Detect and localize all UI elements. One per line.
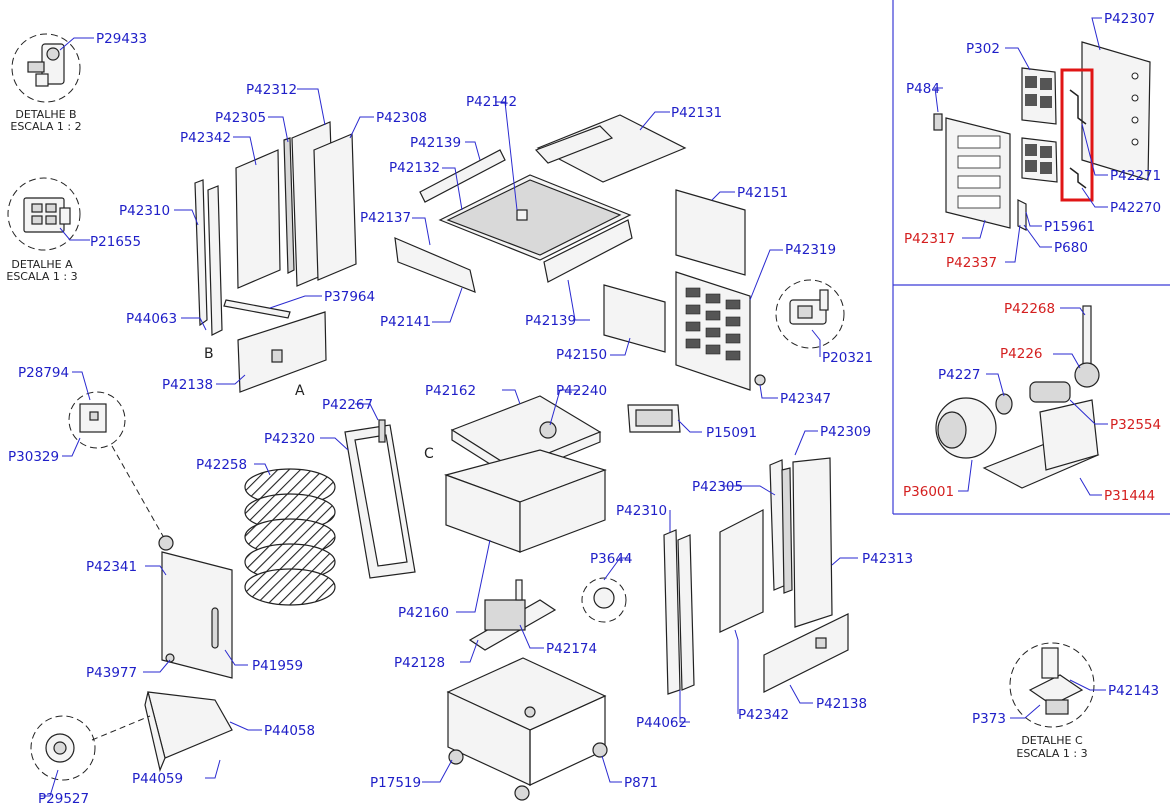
base-chassis — [446, 657, 608, 801]
label-P871: P871 — [624, 775, 658, 791]
label-P373: P373 — [972, 711, 1006, 727]
label-P42347: P42347 — [780, 391, 831, 407]
label-P42160: P42160 — [398, 605, 449, 621]
label-P20321: P20321 — [822, 350, 873, 366]
label-P28794: P28794 — [18, 365, 69, 381]
right-wall-assembly — [581, 457, 849, 695]
label-P42319: P42319 — [785, 242, 836, 258]
label-P42312: P42312 — [246, 82, 297, 98]
label-P36001: P36001 — [903, 484, 954, 500]
label-P42310-left: P42310 — [119, 203, 170, 219]
label-P3644: P3644 — [590, 551, 633, 567]
label-P42258: P42258 — [196, 457, 247, 473]
label-P29433: P29433 — [96, 31, 147, 47]
label-P42267: P42267 — [322, 397, 373, 413]
label-P41959: P41959 — [252, 658, 303, 674]
label-P32554: P32554 — [1110, 417, 1161, 433]
label-P42341: P42341 — [86, 559, 137, 575]
label-P680: P680 — [1054, 240, 1088, 256]
label-P42151: P42151 — [737, 185, 788, 201]
left-door-assembly — [30, 391, 233, 781]
label-P42307: P42307 — [1104, 11, 1155, 27]
leader-lines — [40, 17, 1108, 797]
label-P42128: P42128 — [394, 655, 445, 671]
label-P42305: P42305 — [215, 110, 266, 126]
label-P42342-right: P42342 — [738, 707, 789, 723]
label-P42139-top: P42139 — [410, 135, 461, 151]
highlight-box — [1060, 68, 1094, 202]
label-P42174: P42174 — [546, 641, 597, 657]
label-P44059: P44059 — [132, 771, 183, 787]
label-P44058: P44058 — [264, 723, 315, 739]
label-P42131: P42131 — [671, 105, 722, 121]
label-P42141: P42141 — [380, 314, 431, 330]
label-P42143: P42143 — [1108, 683, 1159, 699]
label-P29527: P29527 — [38, 791, 89, 807]
label-P42137: P42137 — [360, 210, 411, 226]
hinge-detail — [775, 279, 845, 349]
label-P42138-right: P42138 — [816, 696, 867, 712]
label-P21655: P21655 — [90, 234, 141, 250]
label-P42132: P42132 — [389, 160, 440, 176]
label-P42342: P42342 — [180, 130, 231, 146]
detail-c: DETALHE C ESCALA 1 : 3 — [1009, 642, 1095, 760]
right-panel-borders — [892, 0, 1170, 515]
detail-b-scale: ESCALA 1 : 2 — [10, 120, 81, 133]
rack-stack — [244, 468, 336, 606]
label-P4226: P4226 — [1000, 346, 1043, 362]
right-motor-assembly — [935, 305, 1100, 489]
label-P42271: P42271 — [1110, 168, 1161, 184]
label-P17519: P17519 — [370, 775, 421, 791]
label-P42139-bottom: P42139 — [525, 313, 576, 329]
center-chamber — [444, 395, 681, 553]
label-P42142: P42142 — [466, 94, 517, 110]
label-P42320: P42320 — [264, 431, 315, 447]
label-P42308: P42308 — [376, 110, 427, 126]
label-P42270: P42270 — [1110, 200, 1161, 216]
label-P37964: P37964 — [324, 289, 375, 305]
detail-c-scale: ESCALA 1 : 3 — [1016, 747, 1087, 760]
label-P42317: P42317 — [904, 231, 955, 247]
label-P42310-right: P42310 — [616, 503, 667, 519]
label-P4227: P4227 — [938, 367, 981, 383]
letter-c: C — [424, 446, 434, 462]
label-P15961: P15961 — [1044, 219, 1095, 235]
callout-labels: P29433 P42312 P42305 P42342 P42308 P4214… — [8, 11, 1161, 807]
top-right-vent-assembly — [933, 41, 1151, 231]
label-P43977: P43977 — [86, 665, 137, 681]
label-P484: P484 — [906, 81, 940, 97]
label-P42138-left: P42138 — [162, 377, 213, 393]
label-P42309: P42309 — [820, 424, 871, 440]
label-P31444: P31444 — [1104, 488, 1155, 504]
detail-a-scale: ESCALA 1 : 3 — [6, 270, 77, 283]
label-P302: P302 — [966, 41, 1000, 57]
letter-b: B — [204, 346, 214, 362]
label-P30329: P30329 — [8, 449, 59, 465]
label-P42150: P42150 — [556, 347, 607, 363]
label-P42268: P42268 — [1004, 301, 1055, 317]
label-P44062: P44062 — [636, 715, 687, 731]
letter-a: A — [295, 383, 305, 399]
label-P42337: P42337 — [946, 255, 997, 271]
left-wall-assembly — [194, 121, 357, 393]
detail-b: DETALHE B ESCALA 1 : 2 — [10, 33, 82, 133]
detail-a: DETALHE A ESCALA 1 : 3 — [6, 177, 81, 283]
vent-panel — [675, 271, 766, 391]
label-P42313: P42313 — [862, 551, 913, 567]
detail-a-title: DETALHE A — [11, 258, 73, 271]
label-P42240: P42240 — [556, 383, 607, 399]
label-P44063: P44063 — [126, 311, 177, 327]
label-P15091: P15091 — [706, 425, 757, 441]
detail-c-title: DETALHE C — [1021, 734, 1083, 747]
detail-b-title: DETALHE B — [15, 108, 76, 121]
label-P42305-right: P42305 — [692, 479, 743, 495]
label-P42162: P42162 — [425, 383, 476, 399]
motor-assembly — [468, 579, 557, 651]
roof-assembly — [394, 114, 746, 353]
door-frame — [344, 419, 416, 579]
